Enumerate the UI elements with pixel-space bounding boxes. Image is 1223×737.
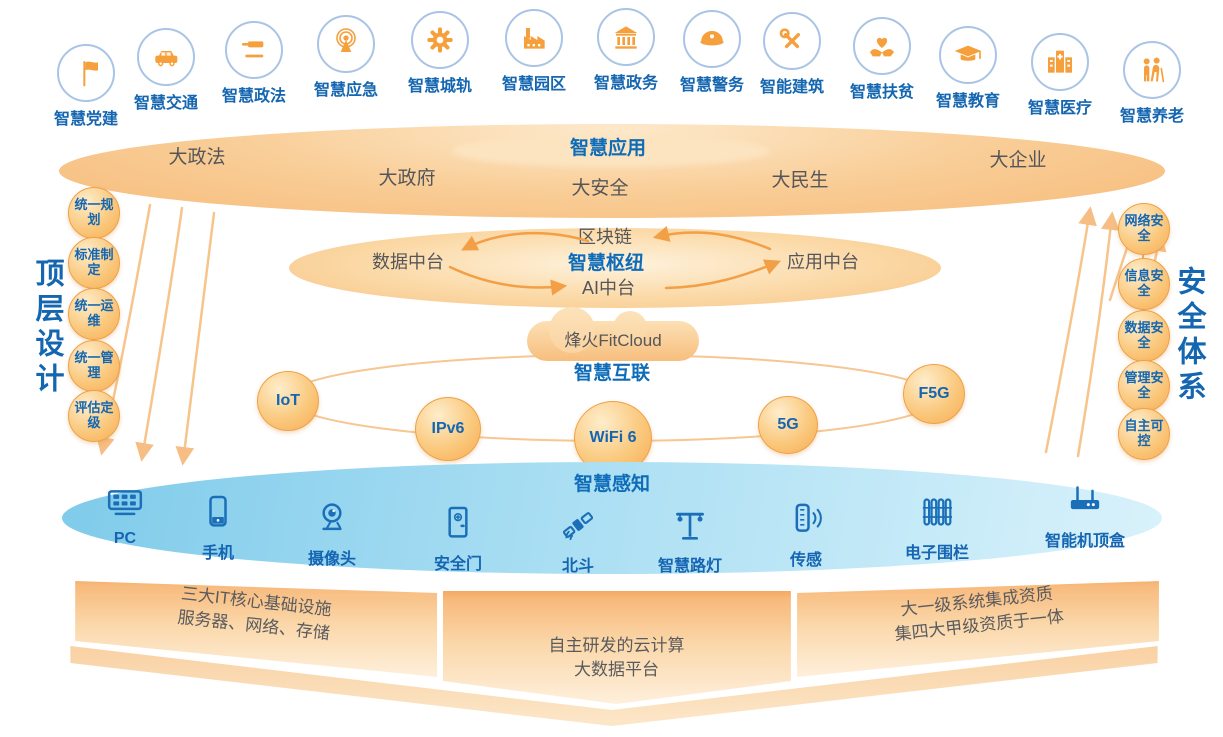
band-item-dazhengfa: 大政法 — [168, 147, 226, 168]
hospital-icon — [1031, 33, 1089, 91]
phone-icon — [209, 495, 227, 527]
device-phone: 手机 — [162, 492, 274, 563]
app-item-elderly-care: 智慧养老 — [1106, 41, 1198, 126]
panel2-line2: 大数据平台 — [574, 659, 659, 679]
factory-icon — [505, 9, 563, 67]
right-rail-item-data-security: 数据安全 — [1118, 310, 1170, 362]
left-rail-item-planning: 统一规划 — [68, 187, 120, 239]
government-icon — [597, 8, 655, 66]
fitcloud-cloud: 烽火FitCloud — [527, 307, 699, 361]
device-fence: 电子围栏 — [881, 492, 993, 563]
hub-layer-title: 智慧枢纽 — [568, 253, 645, 274]
left-rail-item-management: 统一管理 — [68, 340, 120, 392]
application-band-highlight — [452, 135, 770, 167]
left-rail-item-operations: 统一运维 — [68, 288, 120, 340]
charity-icon — [853, 17, 911, 75]
device-sensor: 传感 — [750, 499, 862, 570]
door-icon — [448, 506, 468, 538]
left-rail-title: 顶层设计 — [31, 258, 63, 398]
right-rail-item-network-security: 网络安全 — [1118, 203, 1170, 255]
right-rail-item-autonomous: 自主可控 — [1118, 408, 1170, 460]
app-item-emergency: 智慧应急 — [300, 15, 392, 100]
keyboard-icon — [107, 490, 143, 516]
device-streetlamp: 智慧路灯 — [634, 505, 746, 576]
sensing-layer-title: 智慧感知 — [573, 474, 650, 495]
app-item-police: 智慧警务 — [666, 10, 758, 95]
hub-ai-platform-label: AI中台 — [582, 278, 636, 298]
hub-blockchain-label: 区块链 — [578, 227, 632, 247]
app-item-party-building: 智慧党建 — [40, 44, 132, 129]
gear-icon — [411, 11, 469, 69]
right-rail-item-mgmt-security: 管理安全 — [1118, 360, 1170, 412]
app-item-education: 智慧教育 — [922, 26, 1014, 111]
settop-box-icon — [1070, 486, 1100, 510]
app-item-park: 智慧园区 — [488, 9, 580, 94]
app-item-metro: 智慧城轨 — [394, 11, 486, 96]
device-beidou: 北斗 — [522, 505, 634, 576]
flag-icon — [57, 44, 115, 102]
band-item-dazhengfu: 大政府 — [378, 168, 436, 189]
device-camera: 摄像头 — [276, 498, 388, 569]
hub-layer-ellipse — [289, 228, 941, 308]
app-item-poverty-relief: 智慧扶贫 — [836, 17, 928, 102]
left-rail-item-standards: 标准制定 — [68, 237, 120, 289]
right-rail-title: 安全体系 — [1173, 266, 1205, 406]
sensor-icon — [795, 503, 822, 532]
elderly-icon — [1123, 41, 1181, 99]
left-rail-item-assessment: 评估定级 — [68, 390, 120, 442]
band-item-daqiye: 大企业 — [989, 150, 1047, 171]
graduation-icon — [939, 26, 997, 84]
gavel-icon — [225, 21, 283, 79]
app-item-transport: 智慧交通 — [120, 28, 212, 113]
satellite-icon — [562, 512, 594, 541]
band-item-daminsheng: 大民生 — [771, 170, 829, 191]
streetlamp-icon — [676, 512, 704, 540]
app-item-justice: 智慧政法 — [208, 21, 300, 106]
hub-app-platform-label: 应用中台 — [787, 252, 859, 272]
device-pc: PC — [69, 483, 181, 548]
device-settop-box: 智能机顶盒 — [1029, 480, 1141, 551]
foundation-panel-cloud: 自主研发的云计算 大数据平台 — [443, 591, 791, 705]
app-item-government: 智慧政务 — [580, 8, 672, 93]
broadcast-icon — [317, 15, 375, 73]
node-ipv6: IPv6 — [415, 397, 481, 461]
camera-icon — [322, 503, 342, 531]
tools-icon — [763, 12, 821, 70]
node-f5g: F5G — [903, 364, 965, 424]
right-rail-item-info-security: 信息安全 — [1118, 258, 1170, 310]
fitcloud-label: 烽火FitCloud — [564, 331, 662, 350]
fence-icon — [922, 498, 952, 526]
device-security-door: 安全门 — [402, 503, 514, 574]
hub-data-platform-label: 数据中台 — [372, 252, 444, 272]
band-item-daanquan: 大安全 — [571, 178, 629, 199]
application-layer-title: 智慧应用 — [569, 138, 646, 159]
node-5g: 5G — [758, 396, 818, 454]
car-icon — [137, 28, 195, 86]
node-iot: IoT — [257, 371, 319, 431]
sensing-layer-ellipse — [62, 462, 1162, 574]
interconnect-layer-title: 智慧互联 — [573, 363, 650, 384]
police-cap-icon — [683, 10, 741, 68]
app-item-healthcare: 智慧医疗 — [1014, 33, 1106, 118]
app-item-building: 智能建筑 — [746, 12, 838, 97]
panel2-line1: 自主研发的云计算 — [548, 636, 685, 655]
